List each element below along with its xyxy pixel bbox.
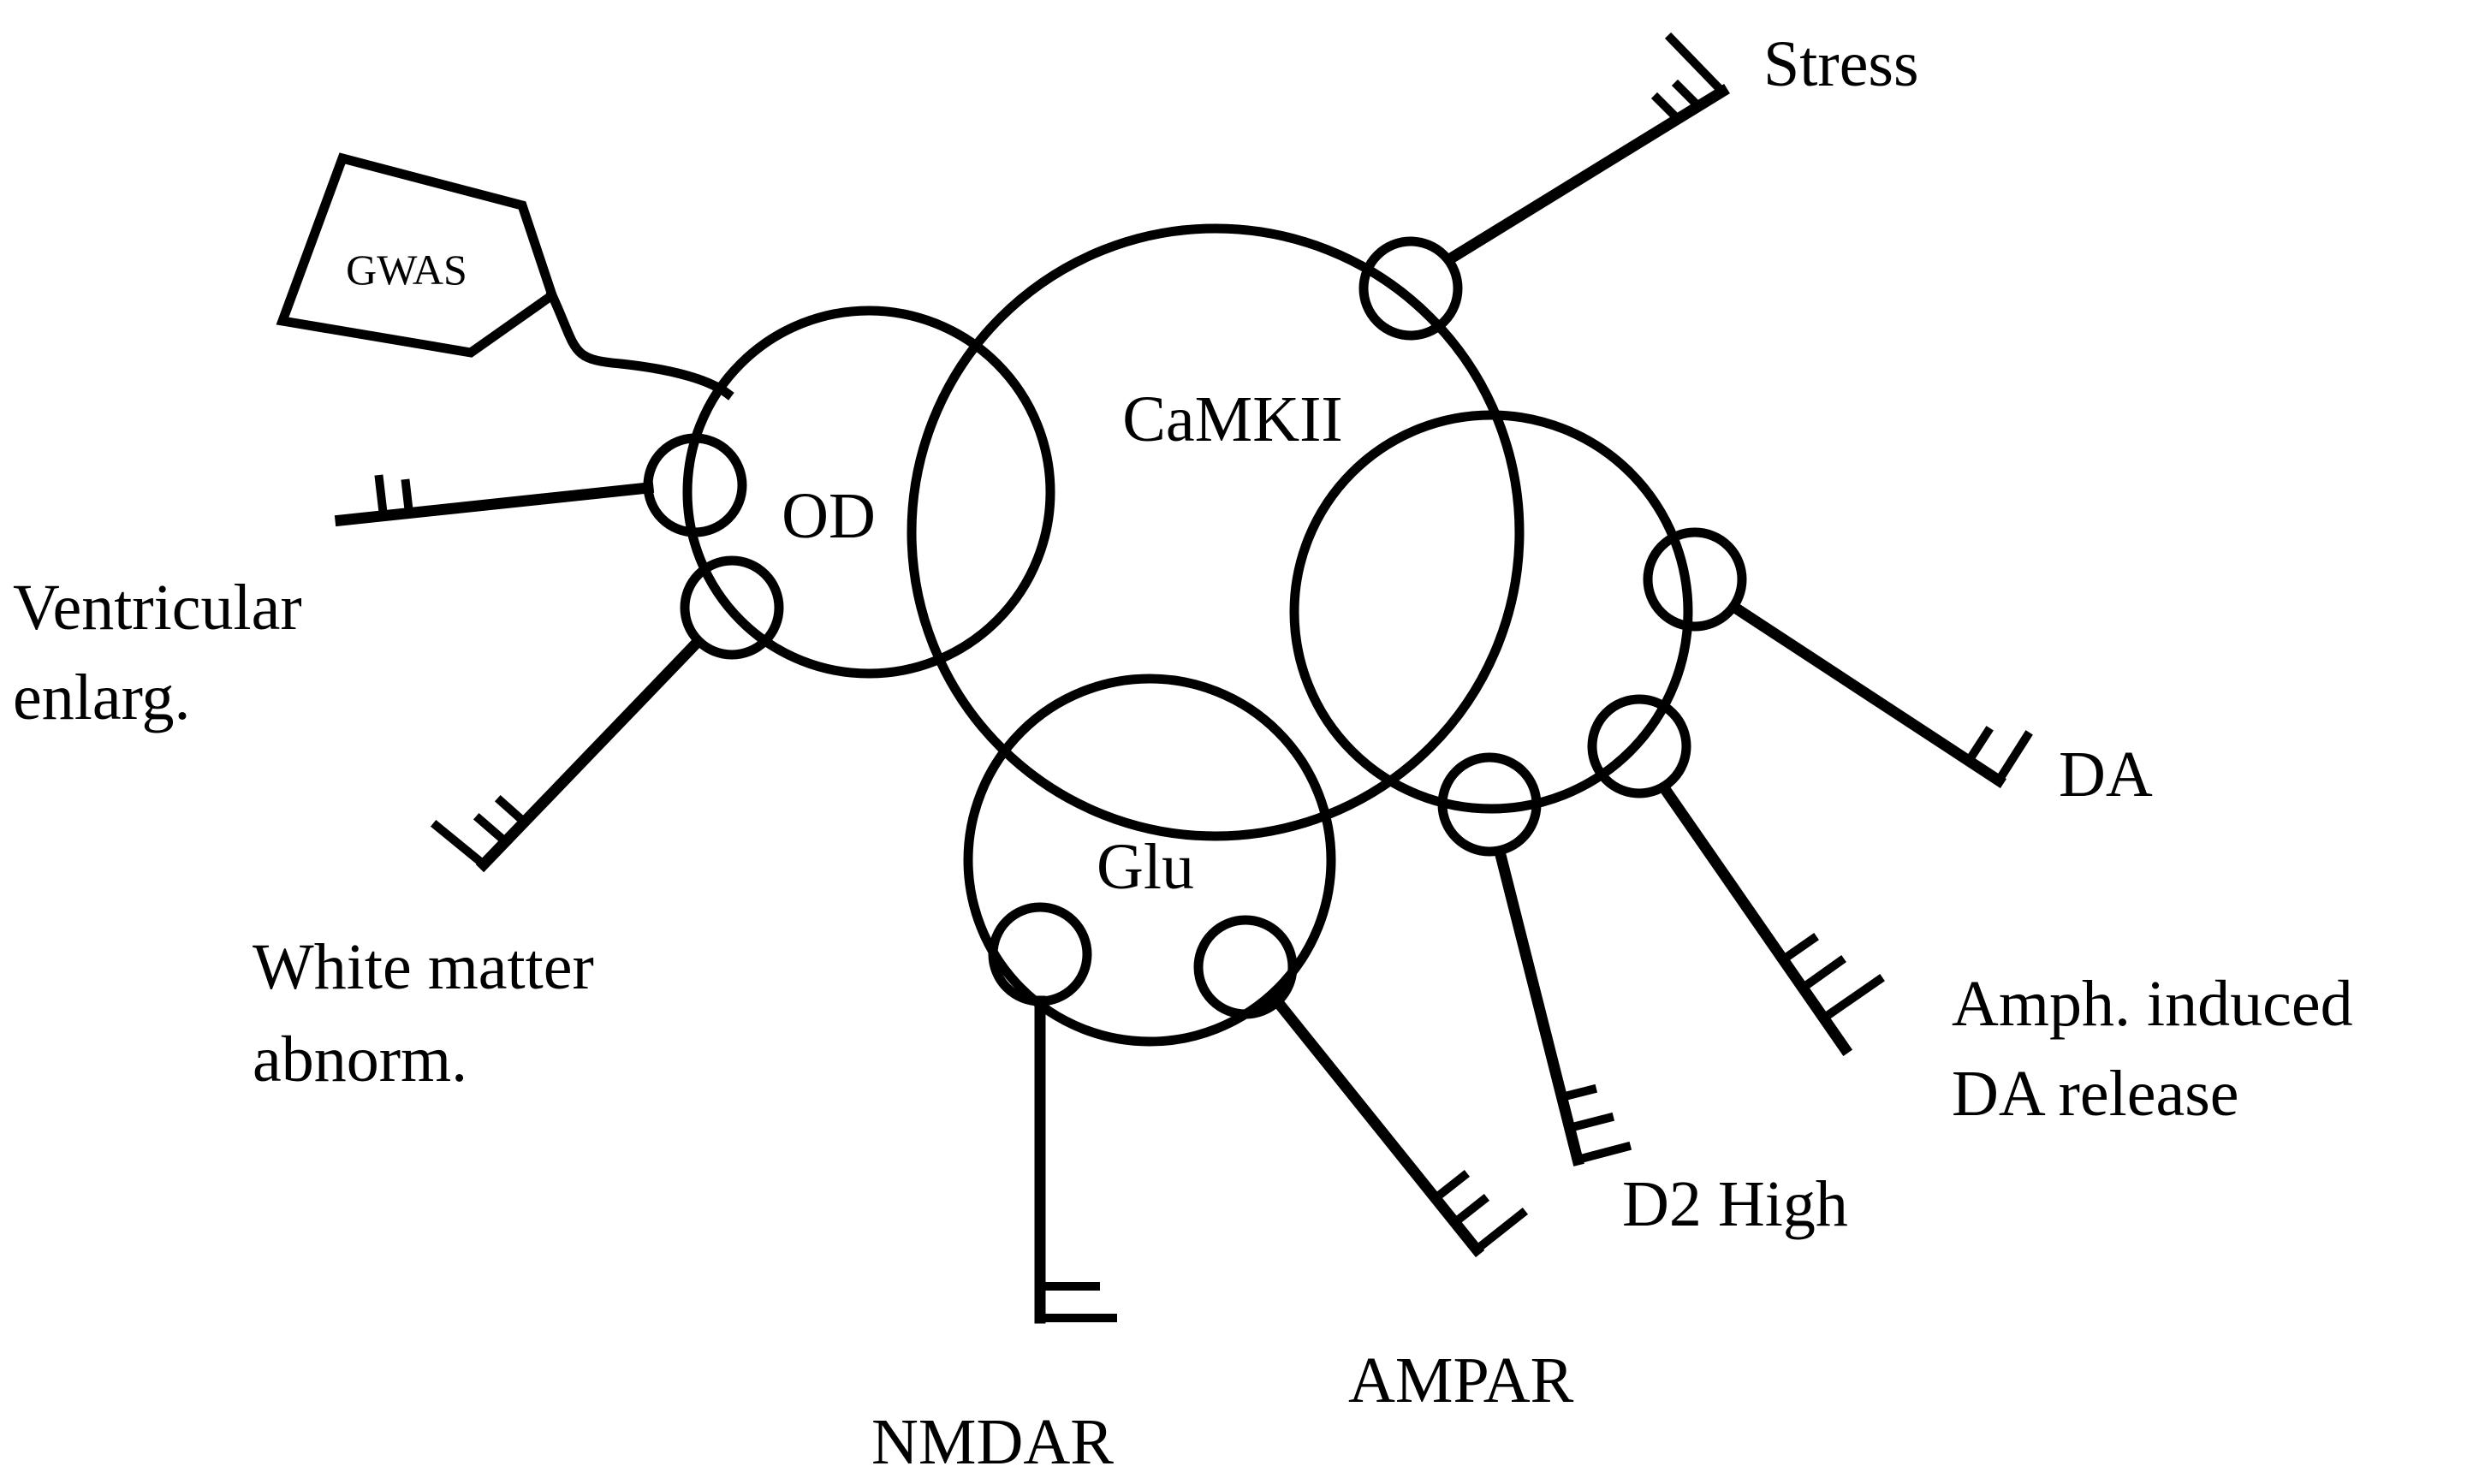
da-label: DA	[2059, 739, 2153, 810]
da-system-circle	[1289, 410, 1693, 814]
d2-high-receptor-ring	[1437, 752, 1542, 857]
stress-key	[1358, 32, 1730, 341]
ampar-key	[1193, 915, 1529, 1258]
white-matter-label-line2: abnorm.	[253, 1024, 467, 1095]
d2-high-key	[1437, 752, 1632, 1166]
white-matter-key	[430, 555, 784, 873]
glu-circle	[963, 674, 1336, 1047]
camkii-label: CaMKII	[1122, 383, 1343, 455]
da-key	[1643, 527, 2033, 788]
amph-receptor-ring	[1587, 694, 1691, 798]
ventricular-label-line2: enlarg.	[13, 662, 191, 733]
gwas-pentagon-shape	[276, 152, 558, 358]
white-matter-receptor-ring	[680, 555, 784, 660]
d2-high-label: D2 High	[1622, 1168, 1848, 1240]
camkii-circle	[907, 223, 1525, 841]
ampar-label: AMPAR	[1348, 1345, 1574, 1416]
gwas-connector	[545, 288, 734, 401]
stress-receptor-ring	[1358, 236, 1463, 341]
stress-label: Stress	[1763, 28, 1919, 100]
amph-label-line1: Amph. induced	[1952, 968, 2353, 1040]
nmdar-receptor-ring	[988, 902, 1092, 1006]
ventricular-label-line1: Ventricular	[13, 572, 302, 644]
od-circle	[682, 306, 1055, 679]
glu-label: Glu	[1097, 831, 1194, 903]
amph-label-line2: DA release	[1952, 1058, 2239, 1130]
od-label: OD	[782, 480, 876, 552]
da-receptor-ring	[1643, 527, 1747, 632]
white-matter-label-line1: White matter	[253, 931, 594, 1003]
ampar-receptor-ring	[1193, 915, 1298, 1019]
nmdar-label: NMDAR	[871, 1406, 1114, 1478]
gwas-node: GWAS	[276, 152, 558, 358]
gwas-label: GWAS	[346, 246, 467, 294]
amph-key	[1587, 694, 1885, 1057]
ventricular-key	[334, 433, 747, 537]
nmdar-key	[988, 902, 1117, 1324]
